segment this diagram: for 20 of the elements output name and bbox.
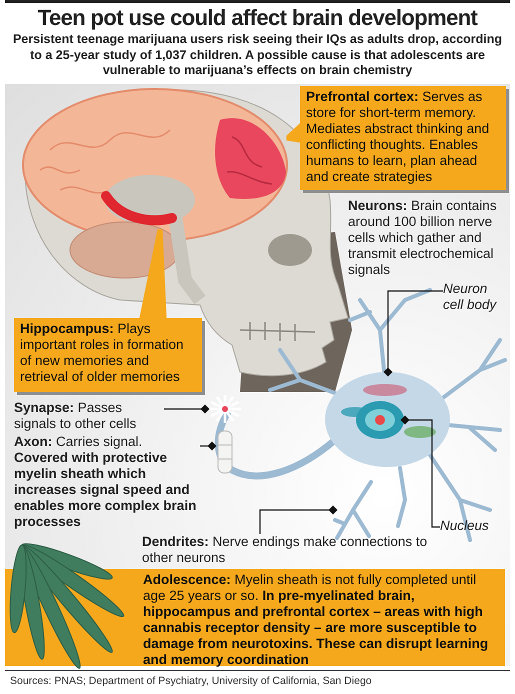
callout-box: Prefrontal cortex: Serves as store for short-term memory. Mediates abstract thinking and conflicting thoughts. Enables humans to learn, plan ahead and create strategies	[300, 86, 506, 190]
leader-line	[384, 290, 443, 376]
subtitle: Persistent teenage marijuana users risk seeing their IQs as adults drop, according to a 25-year study of 1,037 children. A possible cause is that adolescents are vulnerable to marijuana’s effects on brain chemistry	[12, 32, 504, 78]
annotation-text: Neuron cell body	[443, 281, 509, 315]
leader-line	[200, 442, 216, 450]
leader-line	[259, 506, 338, 534]
annotation-text: Axon: Carries signal. Covered with protective myelin sheath which increases signal speed and enables more complex brain processes	[14, 434, 200, 530]
neurons-annotation: Neurons: Brain contains around 100 billion nerve cells which gather and transmit electrochemical signals	[348, 198, 498, 278]
title: Teen pot use could affect brain development	[36, 5, 478, 31]
callout-pointer	[139, 229, 167, 319]
source-note: Sources: PNAS; Department of Psychiatry, University of California, San Diego	[10, 674, 372, 688]
cell-body	[325, 372, 450, 467]
nucleus	[355, 400, 405, 440]
callout-pointer	[286, 122, 301, 143]
annotation-text: Synapse: Passes signals to other cells	[14, 400, 164, 432]
callout-box: Hippocampus: Plays important roles in formation of new memories and retrieval of older memories	[14, 318, 202, 392]
annotation-text: Dendrites: Nerve endings make connections to other neurons	[142, 534, 434, 566]
leader-line	[400, 416, 440, 528]
leader-line	[164, 404, 210, 414]
annotation-text: Nucleus	[440, 518, 498, 536]
